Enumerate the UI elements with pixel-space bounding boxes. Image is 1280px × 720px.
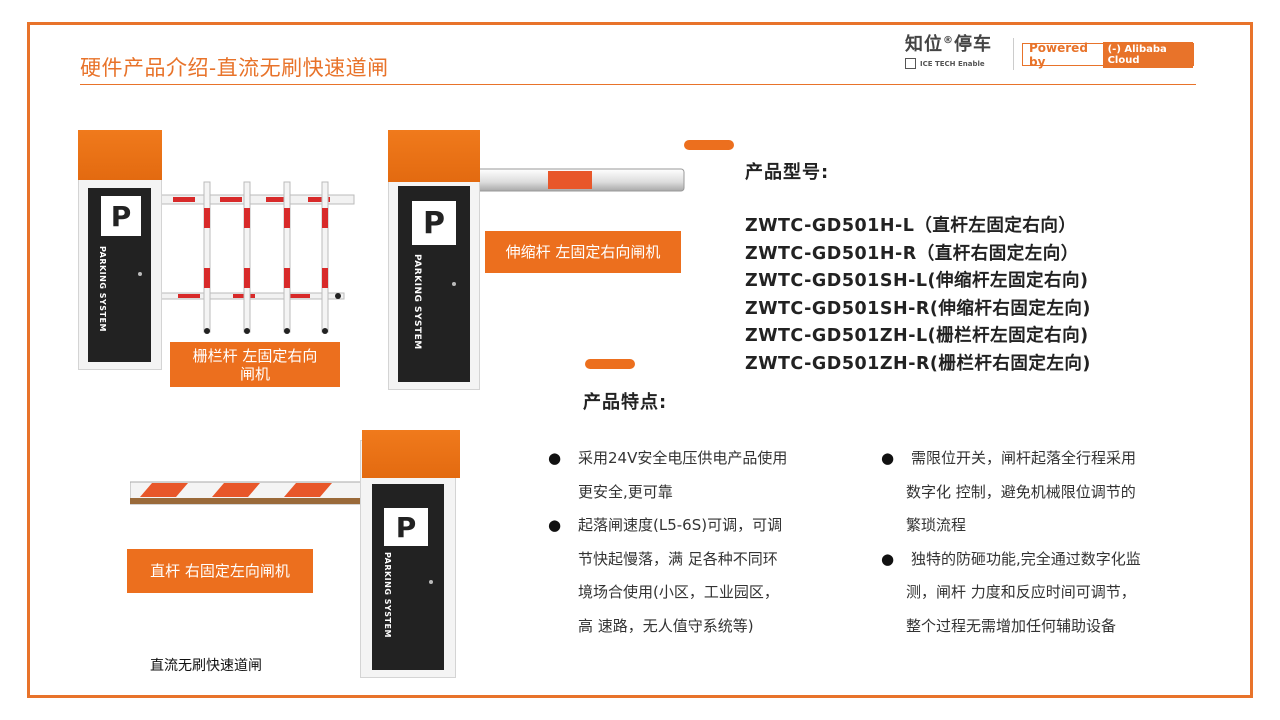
telescopic-arm-icon [470,168,685,192]
brand-mark-icon [905,58,916,69]
brand-name: 知位®停车 [905,34,992,55]
straight-arm-icon [130,481,367,505]
parking-system-label: PARKING SYSTEM [98,246,107,332]
straight-barrier-caption: 直杆 右固定左向闸机 [127,549,313,593]
fence-barrier-caption: 栅栏杆 左固定右向闸机 [170,342,340,387]
model-item: ZWTC-GD501H-R（直杆右固定左向） [745,243,1079,264]
parking-system-label: PARKING SYSTEM [412,254,422,350]
title-divider [80,84,1196,85]
bullet-icon: ● [548,449,562,467]
model-list: ZWTC-GD501H-L（直杆左固定右向） ZWTC-GD501H-R（直杆右… [745,213,1091,379]
keyhole-icon [429,580,433,584]
telescopic-barrier-caption: 伸缩杆 左固定右向闸机 [485,231,681,273]
model-item: ZWTC-GD501SH-R(伸缩杆右固定左向) [745,298,1091,319]
features-accent-pill [585,359,635,369]
parking-sign-icon: P [101,196,141,236]
keyhole-icon [452,282,456,286]
feature-item: ● 独特的防砸功能,完全通过数字化监 测，闸杆 力度和反应时间可调节， 整个过程… [881,543,1141,644]
model-item: ZWTC-GD501SH-L(伸缩杆左固定右向) [745,271,1089,292]
bullet-icon: ● [548,516,562,534]
page-title: 硬件产品介绍-直流无刷快速道闸 [80,56,389,80]
parking-sign-icon: P [412,201,456,245]
alibaba-cloud-logo: (-) Alibaba Cloud [1102,41,1193,68]
brand-tagline: ICE TECH Enable [905,58,1015,69]
features-left-list: ● 采用24V安全电压供电产品使用 更安全,更可靠 ● 起落闸速度(L5-6S)… [548,442,787,643]
feature-item: ● 需限位开关，闸杆起落全行程采用 数字化 控制，避免机械限位调节的 繁琐流程 [881,442,1141,543]
model-item: ZWTC-GD501ZH-R(栅栏杆右固定左向) [745,353,1091,374]
feature-item: ● 起落闸速度(L5-6S)可调，可调 节快起慢落，满 足各种不同环 境场合使用… [548,509,787,643]
bullet-icon: ● [881,549,895,568]
keyhole-icon [138,272,142,276]
slide-frame [27,22,1253,698]
model-item: ZWTC-GD501ZH-L(栅栏杆左固定右向) [745,326,1089,347]
image-footnote: 直流无刷快速道闸 [150,658,262,674]
powered-by-label: Powered by [1029,40,1088,69]
models-accent-pill [684,140,734,150]
model-item: ZWTC-GD501H-L（直杆左固定右向） [745,216,1077,236]
features-right-list: ● 需限位开关，闸杆起落全行程采用 数字化 控制，避免机械限位调节的 繁琐流程 … [881,442,1141,644]
parking-sign-icon: P [384,508,428,546]
brand-separator [1013,38,1014,70]
models-heading: 产品型号: [745,162,830,183]
parking-system-label: PARKING SYSTEM [383,552,392,638]
feature-item: ● 采用24V安全电压供电产品使用 更安全,更可靠 [548,442,787,509]
fence-arm-icon [158,181,355,334]
brand-logo: 知位®停车 ICE TECH Enable [905,30,1015,69]
bullet-icon: ● [881,449,895,467]
features-heading: 产品特点: [583,392,668,413]
powered-by-badge: Powered by (-) Alibaba Cloud [1022,40,1194,69]
